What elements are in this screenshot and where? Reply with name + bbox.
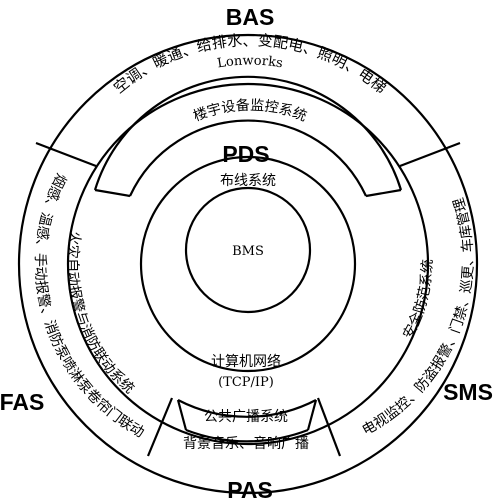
pas-devices-text: 背景音乐、音响广播 bbox=[183, 435, 309, 452]
pds-arc bbox=[129, 119, 367, 197]
sms-system-text: 安全防范系统 bbox=[400, 259, 436, 342]
pas-band-arc bbox=[185, 428, 309, 443]
separator-bas-fas bbox=[35, 141, 97, 168]
sms-corner-label: SMS bbox=[443, 379, 493, 405]
bms-label: BMS bbox=[232, 244, 264, 259]
pas-system-text: 公共广播系统 bbox=[204, 409, 288, 425]
pds-label: PDS bbox=[222, 141, 269, 167]
pas-corner-label: PAS bbox=[227, 477, 273, 503]
fas-corner-label: FAS bbox=[0, 389, 44, 415]
separator-fas-pas bbox=[146, 397, 174, 457]
network-label: 计算机网络 bbox=[211, 354, 281, 370]
core-ring bbox=[184, 186, 312, 314]
pas-right-cap bbox=[306, 399, 318, 431]
bas-corner-label: BAS bbox=[226, 4, 275, 30]
separator-bas-sms bbox=[399, 141, 461, 168]
pas-divider-arc bbox=[177, 399, 317, 418]
separator-pas-sms bbox=[316, 397, 342, 457]
bas-divider-arc bbox=[93, 75, 403, 191]
middle-ring bbox=[66, 82, 430, 446]
bas-left-cap bbox=[94, 188, 131, 198]
inner-ring bbox=[139, 155, 357, 373]
bas-right-cap bbox=[365, 188, 402, 198]
cabling-label: 布线系统 bbox=[220, 173, 276, 189]
outer-ring bbox=[17, 33, 479, 495]
protocol-label: (TCP/IP) bbox=[218, 375, 274, 390]
pas-left-cap bbox=[176, 399, 188, 431]
bas-bus-text: Lonworks bbox=[216, 54, 284, 72]
